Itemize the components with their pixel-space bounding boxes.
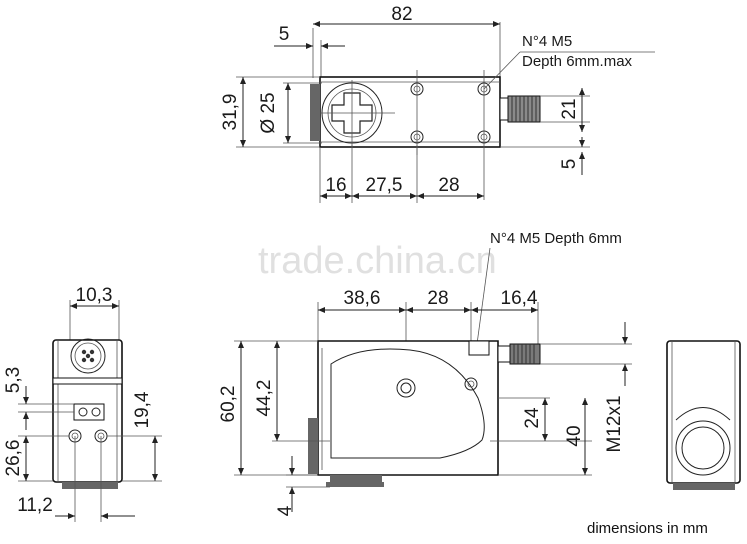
dim-5-label: 5 xyxy=(279,24,290,45)
dim-21-label: 21 xyxy=(559,98,580,119)
dim-38-6-label: 38,6 xyxy=(344,288,381,309)
thread-m12x1-label: M12x1 xyxy=(604,395,625,452)
dim-60-2-label: 60,2 xyxy=(218,386,239,423)
side-body-outline xyxy=(317,340,499,476)
dim-16-label: 16 xyxy=(325,175,346,196)
front-view: 10,3 5,3 26,6 19,4 xyxy=(3,285,162,522)
dim-28-top-label: 28 xyxy=(438,175,459,196)
dim-dia-25-label: Ø 25 xyxy=(258,92,279,133)
front-base-knurl xyxy=(62,482,118,489)
dim-26-6-label: 26,6 xyxy=(3,440,24,477)
dim-31-9-label: 31,9 xyxy=(220,94,241,131)
side-view: N°4 M5 Depth 6mm 38,6 28 16,4 xyxy=(218,230,632,516)
dim-27-5-label: 27,5 xyxy=(366,175,403,196)
top-body-outline xyxy=(319,76,501,148)
hole-note-line2: Depth 6mm.max xyxy=(522,53,633,70)
rear-view xyxy=(666,340,741,490)
dim-82-label: 82 xyxy=(391,4,412,25)
dim-11-2-label: 11,2 xyxy=(17,495,53,516)
dim-4-label: 4 xyxy=(275,505,296,516)
side-label-area xyxy=(330,348,485,459)
dim-19-4-label: 19,4 xyxy=(132,391,153,428)
units-footnote: dimensions in mm xyxy=(587,520,708,537)
dim-16-4-label: 16,4 xyxy=(501,288,538,309)
dim-44-2-label: 44,2 xyxy=(254,380,275,417)
dim-5-right-label: 5 xyxy=(559,159,580,170)
top-view: 82 5 N°4 M5 xyxy=(220,4,655,203)
dim-10-3-label: 10,3 xyxy=(76,285,113,306)
dim-5-3-label: 5,3 xyxy=(3,367,24,393)
side-knurled-knob xyxy=(308,418,318,474)
hole-note-line1: N°4 M5 xyxy=(522,33,572,50)
connector-face xyxy=(70,338,106,374)
dim-24-label: 24 xyxy=(522,407,543,429)
dim-28-side-label: 28 xyxy=(427,288,448,309)
watermark: trade.china.cn xyxy=(258,240,497,282)
lens-inner xyxy=(681,426,725,470)
knurled-knob xyxy=(310,84,320,141)
lens-outer xyxy=(675,420,731,476)
side-hole-note: N°4 M5 Depth 6mm xyxy=(490,230,622,247)
dim-40-label: 40 xyxy=(564,425,585,446)
rear-body-outline xyxy=(666,340,741,484)
cross-slot-icon xyxy=(331,92,373,134)
